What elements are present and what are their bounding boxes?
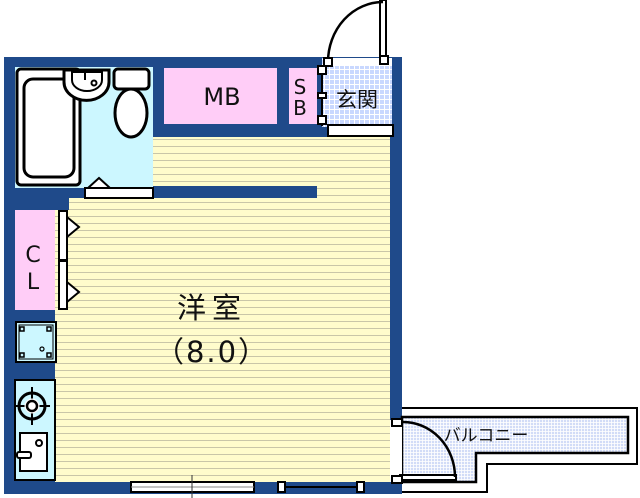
entrance-step [327, 124, 394, 137]
balcony-door-swing [401, 420, 457, 478]
front-door-swing [326, 0, 384, 63]
closet-door-arrow-icon [66, 279, 81, 305]
closet-door-upper[interactable] [58, 210, 68, 261]
toilet-bowl-icon [113, 87, 149, 139]
closet-label-c: C [25, 243, 40, 268]
stove-burner-icon [14, 387, 50, 425]
main-room-name: 洋室 [177, 291, 247, 325]
bathroom-door[interactable] [84, 187, 154, 199]
main-room-size: （8.0） [155, 335, 269, 369]
closet-door-arrow-icon [66, 214, 81, 240]
balcony-label: バルコニー [444, 426, 529, 446]
main-room-floor-upper [163, 137, 390, 187]
entrance-label: 玄関 [336, 88, 378, 112]
front-door[interactable] [379, 0, 387, 59]
washer-drain-icon [39, 346, 45, 352]
balcony-door[interactable] [399, 474, 457, 481]
toilet-tank-icon [112, 67, 151, 91]
bathtub-icon [22, 77, 76, 179]
meter-box [164, 68, 277, 124]
washer-space [15, 321, 57, 363]
entrance [322, 58, 392, 127]
closet [15, 210, 55, 310]
sb-label-s: S [294, 75, 307, 99]
closet-door-lower[interactable] [58, 260, 68, 310]
sb-label-b: B [293, 96, 307, 120]
mb-label: MB [203, 83, 240, 111]
interior-wall-left [55, 198, 69, 210]
shoe-box [289, 68, 317, 124]
closet-label-l: L [27, 270, 40, 295]
